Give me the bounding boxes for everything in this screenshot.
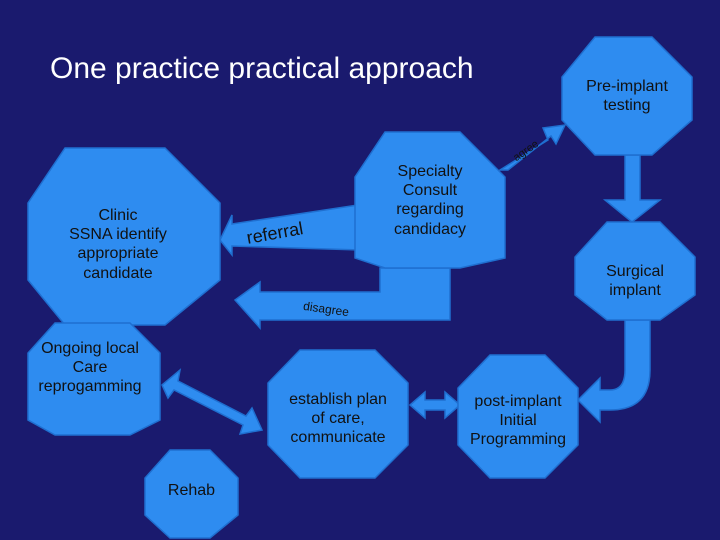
- node-pre-implant: [561, 36, 693, 156]
- node-establish: [267, 349, 409, 479]
- node-label-ongoing: Ongoing local Care reprogamming: [38, 340, 142, 396]
- node-surgical: [574, 221, 696, 321]
- node-clinic: [27, 147, 221, 326]
- pre-implant-to-surgical-arrow: [602, 154, 663, 223]
- establish-to-ongoing-arrow: [161, 368, 264, 435]
- node-specialty: [354, 131, 506, 269]
- node-label-rehab: Rehab: [167, 482, 216, 499]
- node-label-post-implant: post-implant Initial Programming: [469, 393, 567, 449]
- node-label-surgical: Surgical implant: [606, 263, 664, 300]
- node-label-establish: establish plan of care, communicate: [289, 391, 387, 447]
- surgical-to-post-implant-arrow: [576, 319, 651, 424]
- agree-arrow: [497, 124, 567, 171]
- node-label-specialty: Specialty Consult regarding candidacy: [393, 163, 467, 238]
- node-label-clinic: Clinic SSNA identify appropriate candida…: [69, 207, 167, 282]
- node-rehab: [144, 449, 239, 539]
- edge-label-disagree: disagree: [302, 299, 350, 319]
- node-post-implant: [457, 354, 579, 479]
- edge-label-agree: agree: [511, 138, 541, 164]
- node-ongoing: [27, 322, 161, 436]
- slide-title: One practice practical approach: [50, 52, 474, 85]
- node-label-pre-implant: Pre-implant testing: [586, 78, 668, 115]
- disagree-arrow: [233, 267, 451, 330]
